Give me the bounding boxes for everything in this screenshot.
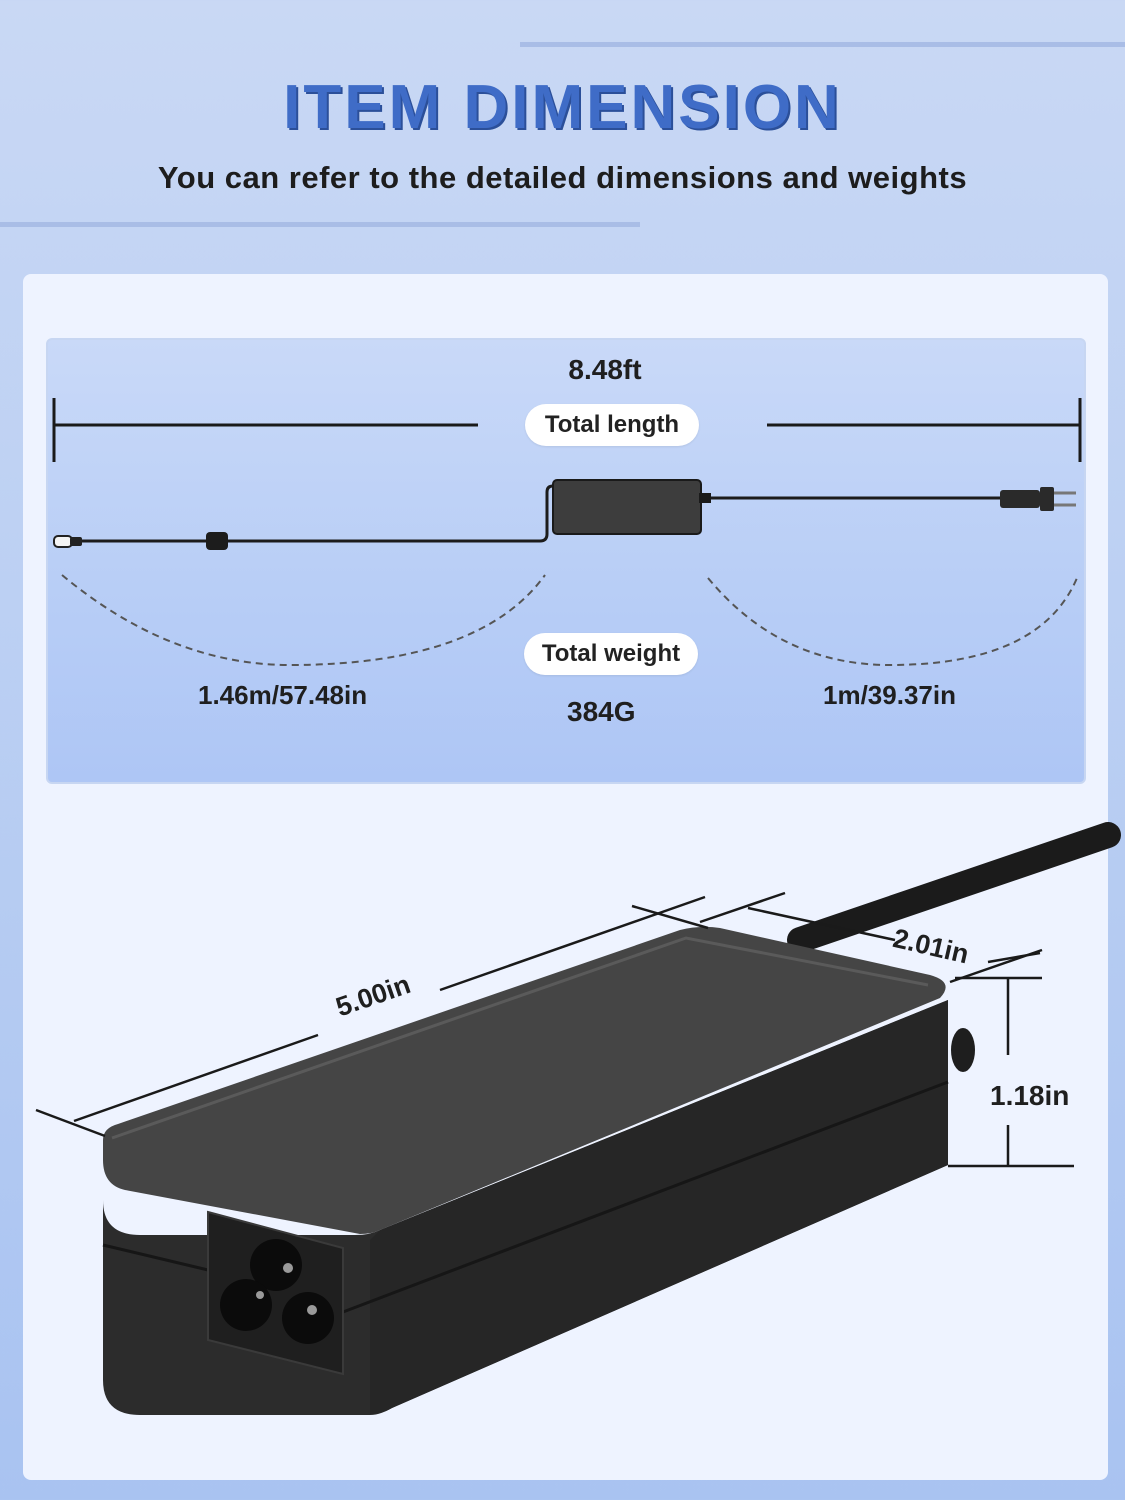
- usb-c-plug-icon: [53, 535, 82, 548]
- header-bottom-line: [0, 222, 640, 227]
- dc-cord-length: 1.46m/57.48in: [198, 680, 368, 710]
- length-dimension-line: [35, 895, 709, 1138]
- width-dimension-line: [699, 891, 1043, 984]
- adapter-side-face: [370, 1000, 948, 1414]
- total-weight-value: 384G: [567, 696, 636, 727]
- adapter-cord-strain-relief: [951, 1028, 975, 1072]
- ac-plug-icon: [1000, 487, 1076, 511]
- total-length-pill: Total length: [525, 404, 699, 446]
- total-length-dimension-line: [52, 398, 1082, 462]
- adapter-cord: [787, 822, 1121, 953]
- adapter-seam: [102, 1080, 949, 1314]
- header-top-line: [520, 42, 1125, 47]
- total-weight-pill: Total weight: [524, 633, 698, 675]
- total-length-value: 8.48ft: [568, 354, 642, 385]
- cable-diagram: [52, 398, 1082, 667]
- adapter-top-highlight: [111, 936, 929, 1140]
- page-title: ITEM DIMENSION: [283, 73, 842, 142]
- adapter-height-label: 1.18in: [990, 1080, 1070, 1111]
- ac-cord-arc: [707, 577, 1078, 667]
- ferrite-choke-icon: [206, 532, 228, 550]
- adapter-top-face: [103, 926, 946, 1234]
- page-subtitle: You can refer to the detailed dimensions…: [157, 160, 968, 195]
- iec-c5-socket-icon: [207, 1210, 344, 1376]
- height-dimension-line: [948, 976, 1074, 1168]
- dc-cord-arc: [61, 574, 546, 667]
- ac-cord-length: 1m/39.37in: [823, 680, 956, 710]
- power-brick-icon: [552, 479, 711, 535]
